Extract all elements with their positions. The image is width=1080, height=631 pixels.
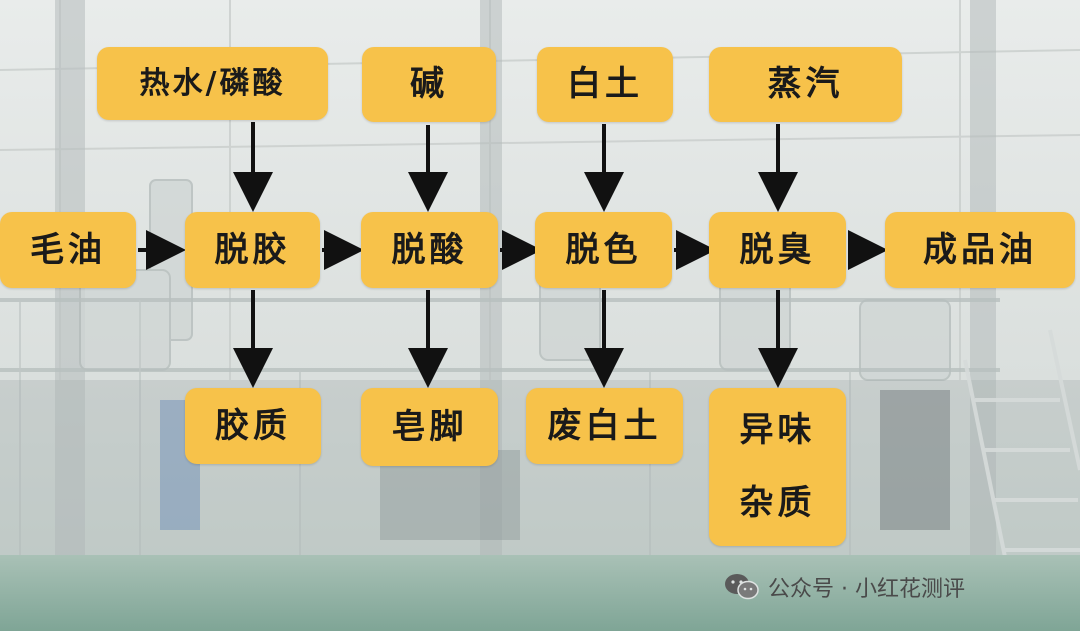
- stage-finished-oil: 成品油: [885, 212, 1075, 288]
- input-hot-water-label: 热水/磷酸: [139, 65, 286, 101]
- stage-crude-oil: 毛油: [0, 212, 136, 288]
- watermark: 公众号 · 小红花测评: [724, 567, 965, 607]
- output-gum-label: 胶质: [215, 405, 291, 446]
- input-steam-label: 蒸汽: [767, 64, 844, 105]
- stage-deacidification: 脱酸: [361, 212, 498, 288]
- input-steam: 蒸汽: [709, 47, 902, 122]
- output-soapstock: 皂脚: [361, 388, 498, 466]
- stage-deodorization: 脱臭: [709, 212, 846, 288]
- output-impurities-label: 杂质: [739, 483, 816, 523]
- watermark-text: 公众号 · 小红花测评: [768, 577, 965, 602]
- stage-degumming: 脱胶: [185, 212, 320, 288]
- input-bleaching-clay: 白土: [537, 47, 673, 122]
- input-bleaching-clay-label: 白土: [567, 64, 643, 105]
- stage-decolorization: 脱色: [535, 212, 672, 288]
- stage-degumming-label: 脱胶: [214, 229, 291, 270]
- stage-deacidification-label: 脱酸: [391, 229, 468, 270]
- output-odor-label: 异味: [739, 410, 816, 451]
- output-waste-clay-label: 废白土: [547, 405, 662, 446]
- output-gum: 胶质: [185, 388, 321, 464]
- stage-decolorization-label: 脱色: [565, 229, 642, 270]
- input-alkali-label: 碱: [410, 64, 448, 105]
- stage-finished-oil-label: 成品油: [923, 229, 1037, 270]
- wechat-icon: [725, 574, 759, 600]
- input-hot-water-phosphoric-acid: 热水/磷酸: [97, 47, 328, 120]
- stage-crude-oil-label: 毛油: [30, 229, 106, 270]
- input-alkali: 碱: [362, 47, 496, 122]
- output-soapstock-label: 皂脚: [391, 406, 468, 447]
- stage-deodorization-label: 脱臭: [739, 229, 816, 270]
- output-waste-clay: 废白土: [526, 388, 683, 464]
- output-odor-impurities: 异味 杂质: [709, 388, 846, 546]
